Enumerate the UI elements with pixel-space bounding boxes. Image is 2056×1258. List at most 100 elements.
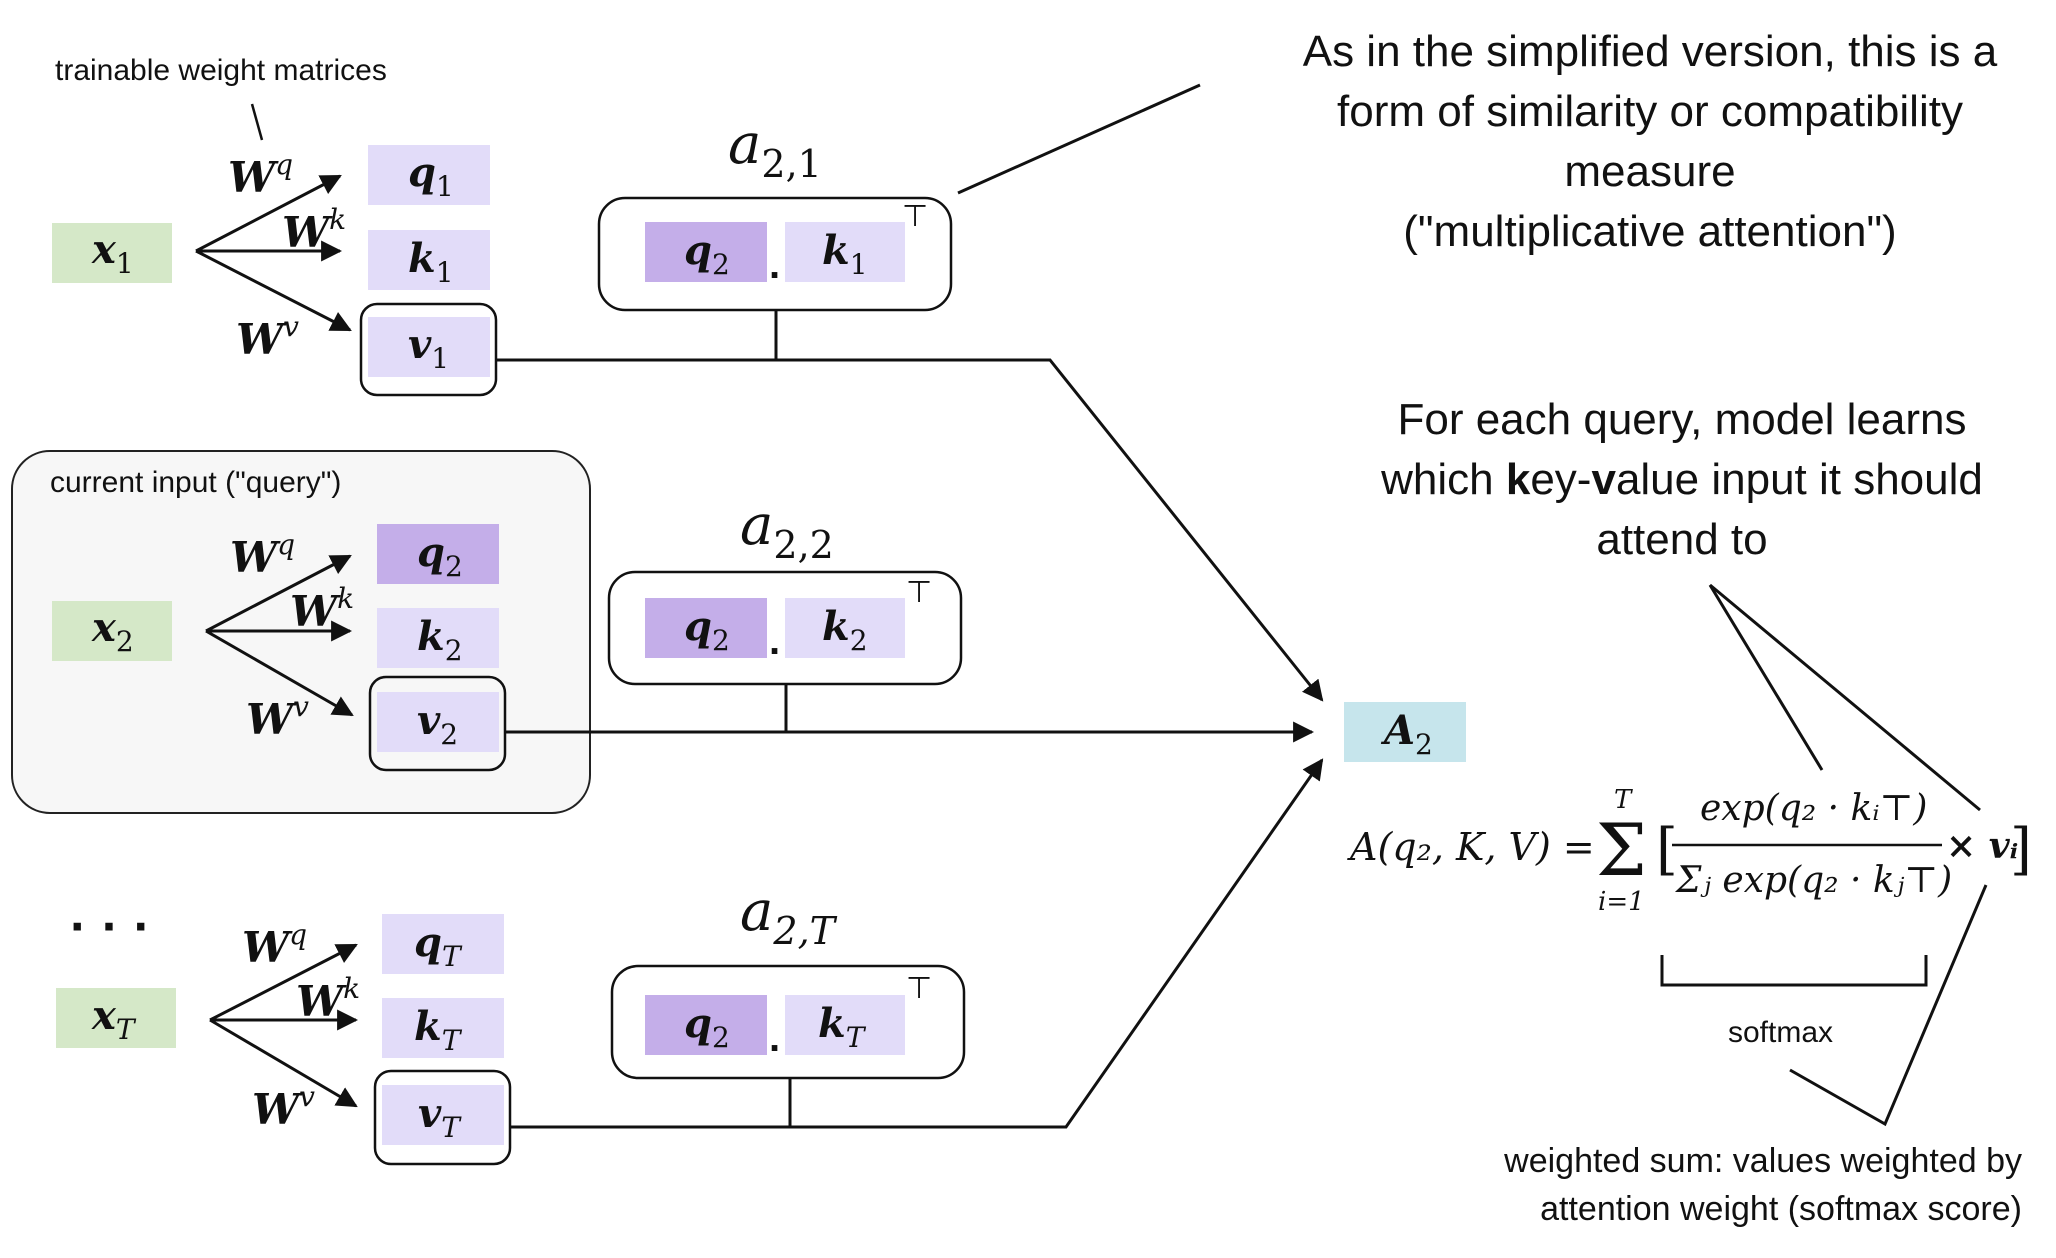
score-query-box-2 xyxy=(645,598,767,658)
value-box-1 xyxy=(368,317,490,377)
row-t: · · · xT Wq Wk Wv qT kT vT a2,T q2 . kT … xyxy=(56,758,1324,1166)
input-box-2 xyxy=(52,601,172,661)
input-box-t xyxy=(56,988,176,1048)
output-box xyxy=(1344,702,1466,762)
transpose-t: ⊤ xyxy=(906,972,932,1005)
value-outline-t xyxy=(373,1069,512,1166)
key-label-2: k2 xyxy=(417,613,463,667)
score-key-box-2 xyxy=(785,598,905,658)
weight-wv-label-1: Wv xyxy=(236,310,299,364)
dot-product-t: . xyxy=(769,1016,780,1060)
formula-denominator: Σⱼ exp(q₂ · kⱼ⊤) xyxy=(1674,860,1952,901)
arrow-wq-t xyxy=(209,943,358,1022)
score-label-t: a2,T xyxy=(740,879,838,953)
formula-lhs: A(q₂, K, V) = xyxy=(1347,825,1595,869)
trainable-weights-label: trainable weight matrices xyxy=(55,54,387,87)
row-1: x1 Wq Wk Wv q1 k1 v1 a2,1 q2 . k1 ⊤ xyxy=(52,112,1324,702)
similarity-line-3: measure xyxy=(1564,147,1735,196)
dot-product-1: . xyxy=(769,243,780,287)
arrow-wv-2 xyxy=(205,629,354,717)
input-label-2: x2 xyxy=(91,604,134,658)
trainable-pointer-line xyxy=(250,103,264,141)
query-label-1: q1 xyxy=(408,149,454,203)
formula-sum-top: T xyxy=(1614,785,1633,815)
weighted-sum-line-1: weighted sum: values weighted by xyxy=(1503,1142,2022,1180)
value-label-2: v2 xyxy=(417,697,458,751)
input-label-t: xT xyxy=(91,992,137,1046)
score-key-box-t xyxy=(785,995,905,1055)
score-query-label-1: q2 xyxy=(684,227,730,281)
row-2: x2 Wq Wk Wv q2 k2 v2 a2,2 q2 . k2 ⊤ xyxy=(52,493,1315,772)
weight-wv-label-2: Wv xyxy=(246,690,309,744)
score-label-1: a2,1 xyxy=(728,112,822,186)
arrow-wq-1 xyxy=(195,174,342,253)
key-label-1: k1 xyxy=(408,235,454,289)
learns-annotation: For each query, model learns which key-v… xyxy=(1380,395,1983,564)
similarity-pointer-line xyxy=(957,83,1201,195)
softmax-bracket xyxy=(1660,955,1928,987)
similarity-line-4: ("multiplicative attention") xyxy=(1403,207,1896,256)
dot-product-2: . xyxy=(769,619,780,663)
formula-numerator: exp(q₂ · kᵢ⊤) xyxy=(1700,788,1927,829)
weighted-sum-line-2: attention weight (softmax score) xyxy=(1540,1190,2022,1228)
softmax-label: softmax xyxy=(1728,1016,1833,1049)
learns-line-3: attend to xyxy=(1596,515,1767,564)
formula-left-bracket: [ xyxy=(1656,817,1678,882)
transpose-2: ⊤ xyxy=(906,576,932,609)
attention-formula: A(q₂, K, V) = T Σ i=1 [ exp(q₂ · kᵢ⊤) Σⱼ… xyxy=(1347,785,2032,917)
arrow-wv-t xyxy=(209,1018,358,1108)
formula-sum-symbol: Σ xyxy=(1596,808,1647,892)
weight-wk-label-2: Wk xyxy=(290,582,354,636)
query-label-2: q2 xyxy=(417,529,463,583)
arrow-wq-2 xyxy=(205,554,352,633)
formula-sum-bottom: i=1 xyxy=(1598,887,1645,917)
current-input-label: current input ("query") xyxy=(50,466,341,499)
query-box-t xyxy=(382,914,504,974)
value-label-t: vT xyxy=(418,1090,462,1144)
weight-wv-label-t: Wv xyxy=(252,1080,315,1134)
value-path-1 xyxy=(496,358,1324,702)
score-box-t xyxy=(610,964,966,1080)
output-label: A2 xyxy=(1380,707,1433,761)
input-label-1: x1 xyxy=(91,226,134,280)
query-box-1 xyxy=(368,145,490,205)
value-box-t xyxy=(382,1085,504,1145)
value-label-1: v1 xyxy=(408,321,449,375)
ellipsis: · · · xyxy=(70,898,151,956)
score-query-label-t: q2 xyxy=(684,1000,730,1054)
value-outline-2 xyxy=(368,675,507,772)
query-box-2 xyxy=(377,524,499,584)
weight-wq-label-2: Wq xyxy=(230,528,295,582)
score-query-label-2: q2 xyxy=(684,603,730,657)
score-query-box-1 xyxy=(645,222,767,282)
similarity-line-2: form of similarity or compatibility xyxy=(1337,87,1963,136)
key-box-2 xyxy=(377,608,499,668)
score-label-2: a2,2 xyxy=(740,493,834,567)
key-label-t: kT xyxy=(414,1003,463,1057)
transpose-1: ⊤ xyxy=(902,200,928,233)
learns-pointer-value xyxy=(1709,583,1981,812)
input-box-1 xyxy=(52,223,172,283)
weight-wk-label-1: Wk xyxy=(282,203,346,257)
similarity-annotation: As in the simplified version, this is a … xyxy=(1303,27,1998,256)
weighted-sum-pointer xyxy=(1789,884,1988,1127)
value-path-t xyxy=(510,758,1324,1129)
value-box-2 xyxy=(377,692,499,752)
learns-line-1: For each query, model learns xyxy=(1397,395,1966,444)
weight-wk-label-t: Wk xyxy=(296,972,360,1026)
key-box-t xyxy=(382,998,504,1058)
score-key-label-2: k2 xyxy=(822,603,868,657)
learns-pointer-numerator xyxy=(1708,584,1824,771)
query-label-t: qT xyxy=(414,919,463,973)
learns-line-2: which key-value input it should xyxy=(1380,455,1983,504)
score-query-box-t xyxy=(645,995,767,1055)
score-key-box-1 xyxy=(785,222,905,282)
arrow-wv-1 xyxy=(195,249,352,332)
weight-wq-label-1: Wq xyxy=(228,148,293,202)
key-box-1 xyxy=(368,230,490,290)
score-key-label-1: k1 xyxy=(822,227,868,281)
score-key-label-t: kT xyxy=(818,1000,867,1054)
formula-times-v: × vᵢ xyxy=(1946,825,2018,867)
formula-right-bracket: ] xyxy=(2010,817,2032,882)
